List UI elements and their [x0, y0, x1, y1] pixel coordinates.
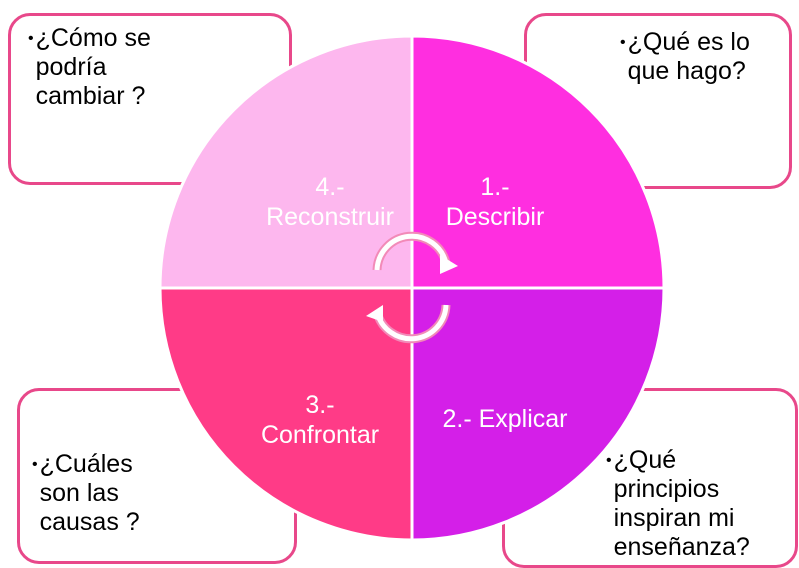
question-principios: •¿Qué principios inspiran mi enseñanza?	[606, 446, 750, 561]
quadrant-label-confrontar: 3.- Confrontar	[260, 391, 380, 449]
circular-arrows-icon	[372, 231, 451, 344]
bullet-icon: •	[606, 452, 612, 469]
quadrant-label-describir: 1.- Describir	[445, 173, 545, 231]
quadrant-reconstruir	[158, 34, 414, 290]
question-causas: •¿Cuáles son las causas ?	[32, 450, 140, 536]
quadrant-confrontar	[158, 286, 414, 542]
bullet-icon: •	[620, 34, 626, 51]
quadrant-label-reconstruir: 4.- Reconstruir	[266, 173, 394, 231]
question-que-hago: •¿Qué es lo que hago?	[620, 28, 750, 85]
question-cambiar: •¿Cómo se podría cambiar ?	[28, 24, 151, 110]
bullet-icon: •	[32, 456, 38, 473]
bullet-icon: •	[28, 30, 34, 47]
quadrant-explicar	[410, 286, 666, 542]
quadrant-describir	[410, 34, 666, 290]
quadrant-label-explicar: 2.- Explicar	[442, 405, 568, 433]
